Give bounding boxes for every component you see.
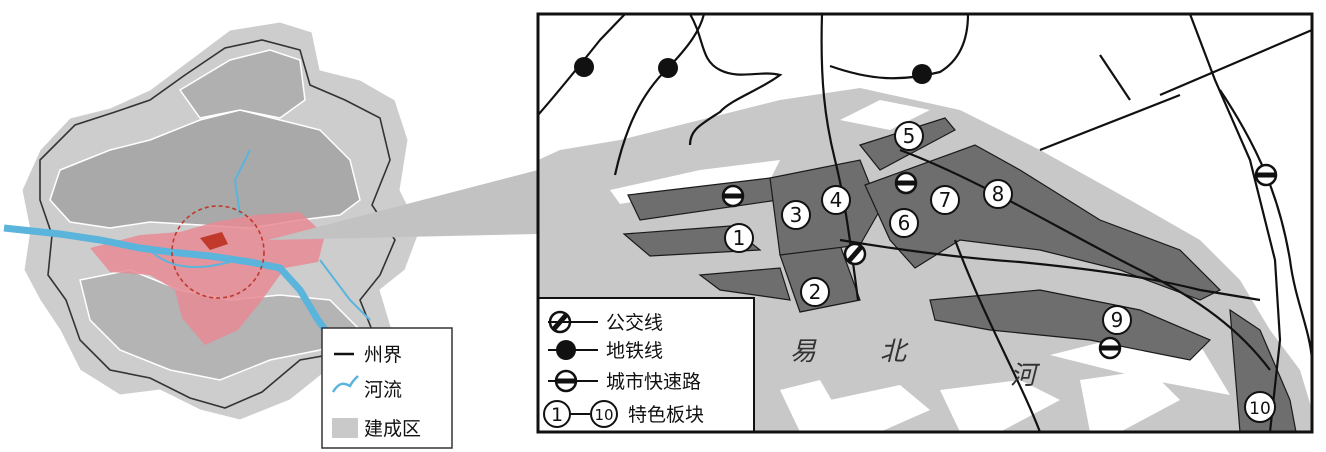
road-parallel xyxy=(899,148,1271,371)
svg-text:9: 9 xyxy=(1111,308,1124,332)
svg-text:8: 8 xyxy=(992,182,1005,206)
rail-east xyxy=(1188,13,1282,433)
highlight-area xyxy=(90,212,325,345)
built-area-swatch xyxy=(332,418,358,438)
block-labels: 1 2 3 4 5 6 7 8 9 10 xyxy=(724,121,1276,423)
overview-legend-box xyxy=(321,327,453,449)
metro-legend-icon xyxy=(556,340,576,360)
block-label-5: 5 xyxy=(894,121,924,151)
block-label-9: 9 xyxy=(1102,305,1132,335)
svg-text:1: 1 xyxy=(733,226,746,250)
svg-text:6: 6 xyxy=(898,211,911,235)
expressway-legend-icon xyxy=(554,369,578,393)
rail-northeast xyxy=(1159,28,1313,97)
road-ne-2 xyxy=(1039,54,1181,152)
river-name-char-2: 北 xyxy=(880,337,909,367)
legend-block-from: 1 xyxy=(551,404,563,426)
block-label-3: 3 xyxy=(781,200,811,230)
svg-text:3: 3 xyxy=(790,203,803,227)
land-strip-2 xyxy=(840,100,930,130)
svg-text:10: 10 xyxy=(1249,399,1271,419)
expressway-marker-icon xyxy=(1098,336,1122,360)
state-boundary xyxy=(39,39,396,409)
block-label-7: 7 xyxy=(930,185,960,215)
block-label-8: 8 xyxy=(983,179,1013,209)
metro-station-icon xyxy=(658,58,678,78)
river-name-char-1: 易 xyxy=(790,337,817,367)
expressway-marker-icon xyxy=(721,184,745,208)
detail-map: 1 2 3 4 5 6 7 8 9 10 易 北 河 公交线 地铁线 xyxy=(536,12,1314,434)
overview-legend: 州界 河流 建成区 xyxy=(321,327,453,449)
legend-metro-label: 地铁线 xyxy=(606,340,663,362)
expressway-marker-icon xyxy=(1254,163,1278,187)
pier-2 xyxy=(830,385,930,432)
legend-expressway-label: 城市快速路 xyxy=(606,371,701,393)
legend-bus-label: 公交线 xyxy=(606,312,663,334)
legend-built-area-label: 建成区 xyxy=(364,418,421,440)
river-name-char-3: 河 xyxy=(1010,361,1041,391)
svg-text:2: 2 xyxy=(809,280,822,304)
metro-stations xyxy=(574,57,932,84)
legend-blocks-label: 特色板块 xyxy=(628,404,704,426)
district-blocks-north xyxy=(178,49,306,119)
block-label-10: 10 xyxy=(1244,391,1276,423)
svg-text:7: 7 xyxy=(939,188,952,212)
metro-line-west xyxy=(537,13,626,116)
metro-station-icon xyxy=(574,57,594,77)
river-line-icon xyxy=(331,375,359,393)
river-name: 易 北 河 xyxy=(790,337,1041,391)
legend-boundary-label: 州界 xyxy=(364,344,402,366)
river-main xyxy=(3,224,363,381)
block-1-shape xyxy=(622,177,791,301)
legend-block-to: 10 xyxy=(594,406,613,424)
detail-legend: 公交线 地铁线 城市快速路 1 10 特色板块 xyxy=(537,297,755,433)
zoom-connector xyxy=(268,170,538,240)
road-diagonal xyxy=(839,238,1261,302)
legend-river-label: 河流 xyxy=(364,379,402,401)
block-9-shape xyxy=(929,289,1212,361)
pier-1 xyxy=(780,380,850,432)
river-east-edge xyxy=(1219,89,1314,361)
svg-text:4: 4 xyxy=(830,188,843,212)
expressway-marker-icon xyxy=(894,171,918,195)
svg-text:5: 5 xyxy=(903,124,916,148)
river-outline xyxy=(688,13,783,146)
expressway-markers xyxy=(721,163,1278,360)
pier-4 xyxy=(1080,370,1180,432)
block-label-6: 6 xyxy=(889,208,919,238)
pier-3 xyxy=(940,380,1060,432)
block-legend-to-icon xyxy=(590,400,618,428)
detail-frame xyxy=(536,12,1314,434)
bus-marker-icon xyxy=(843,242,867,266)
metro-station-icon xyxy=(912,64,932,84)
road-long-east xyxy=(953,239,1042,433)
block-label-2: 2 xyxy=(800,277,830,307)
block-6-8-shape xyxy=(864,144,1222,301)
district-blocks xyxy=(49,109,361,229)
metro-line-east xyxy=(829,13,970,80)
highlight-core xyxy=(200,232,228,250)
river-branch xyxy=(149,149,371,321)
block-label-4: 4 xyxy=(821,185,851,215)
block-label-1: 1 xyxy=(724,223,754,253)
focus-circle xyxy=(171,205,265,299)
